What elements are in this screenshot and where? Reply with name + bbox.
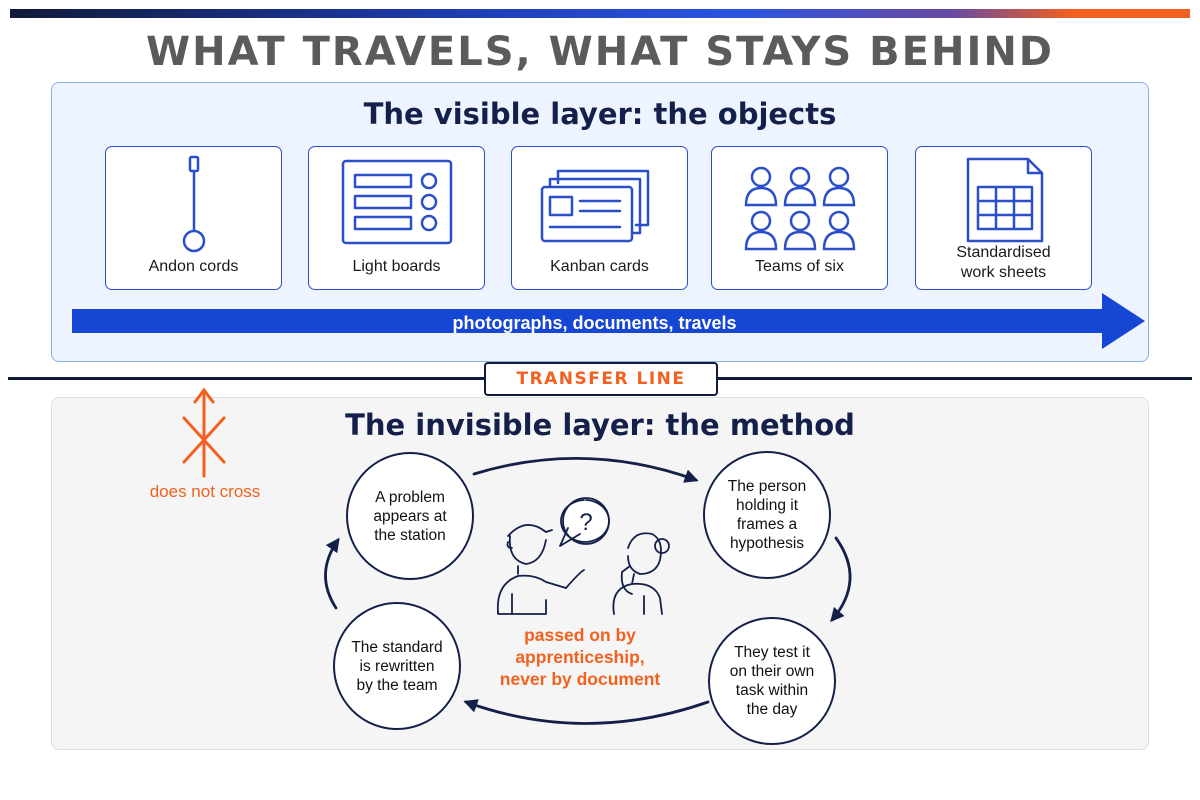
andon-cord-icon — [182, 155, 206, 253]
object-label: Andon cords — [148, 258, 239, 275]
blocked-arrow-icon — [182, 387, 226, 478]
travels-arrow-label: photographs, documents, travels — [452, 313, 737, 333]
visible-layer-panel: The visible layer: the objects Andon cor… — [51, 82, 1149, 362]
top-gradient-bar — [10, 9, 1190, 18]
visible-layer-title: The visible layer: the objects — [363, 97, 837, 131]
object-card-light-boards: Light boards — [308, 146, 485, 290]
svg-text:?: ? — [579, 509, 592, 536]
object-label: Teams of six — [755, 258, 844, 275]
person-icon — [744, 210, 778, 251]
object-label: Kanban cards — [550, 258, 649, 275]
kanban-cards-icon — [540, 169, 650, 243]
mentor-apprentice-conversation-icon: ? — [496, 497, 670, 615]
cycle-arrow-top — [472, 457, 699, 483]
team-of-six-icon — [744, 166, 856, 251]
cycle-arrow-right — [830, 536, 852, 623]
cycle-arrow-bottom — [463, 699, 710, 725]
person-icon — [783, 166, 817, 207]
person-icon — [822, 210, 856, 251]
cycle-arrows — [324, 457, 852, 725]
page-title: WHAT TRAVELS, WHAT STAYS BEHIND — [145, 29, 1054, 75]
travels-arrow — [72, 293, 1145, 349]
cycle-arrow-left — [324, 537, 340, 610]
work-sheet-icon — [966, 157, 1044, 243]
light-board-icon — [341, 159, 453, 245]
person-icon — [783, 210, 817, 251]
person-icon — [822, 166, 856, 207]
object-label: Light boards — [352, 258, 441, 275]
person-icon — [744, 166, 778, 207]
object-card-kanban-cards: Kanban cards — [511, 146, 688, 290]
object-card-andon-cords: Andon cords — [105, 146, 282, 290]
invisible-layer-title: The invisible layer: the method — [345, 408, 855, 442]
transfer-line-label: TRANSFER LINE — [484, 362, 718, 396]
object-card-teams-of-six: Teams of six — [711, 146, 888, 290]
does-not-cross-label: does not cross — [149, 482, 261, 501]
invisible-layer-panel: The invisible layer: the method — [51, 397, 1149, 750]
